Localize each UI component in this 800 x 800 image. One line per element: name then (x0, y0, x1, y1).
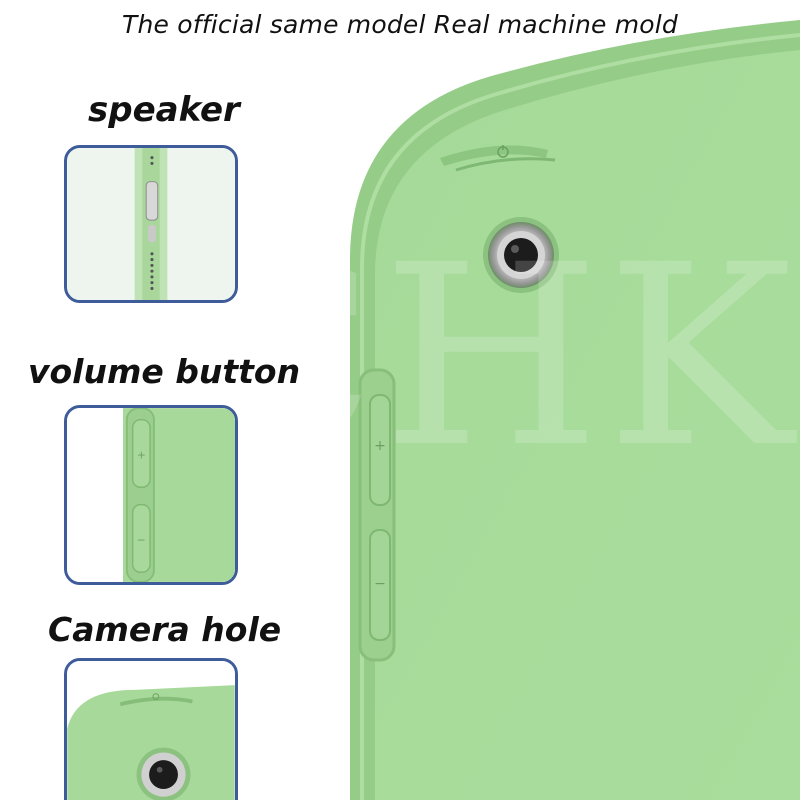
svg-text:−: − (137, 533, 146, 546)
speaker-grille (150, 156, 154, 290)
camera-hole (483, 217, 559, 293)
minus-glyph: − (374, 576, 386, 592)
speaker-inset (64, 145, 238, 303)
volume-buttons: + − (358, 368, 396, 662)
speaker-label: speaker (88, 90, 240, 130)
headline: The official same model Real machine mol… (121, 10, 678, 39)
power-button (440, 145, 556, 172)
camera-inset (64, 658, 238, 800)
svg-text:+: + (137, 448, 146, 461)
volume-button-label: volume button (28, 352, 301, 391)
power-icon (497, 145, 509, 158)
camera-hole-label: Camera hole (48, 610, 282, 649)
volume-inset: + − (64, 405, 238, 585)
case-face (375, 50, 800, 800)
plus-glyph: + (374, 438, 386, 454)
